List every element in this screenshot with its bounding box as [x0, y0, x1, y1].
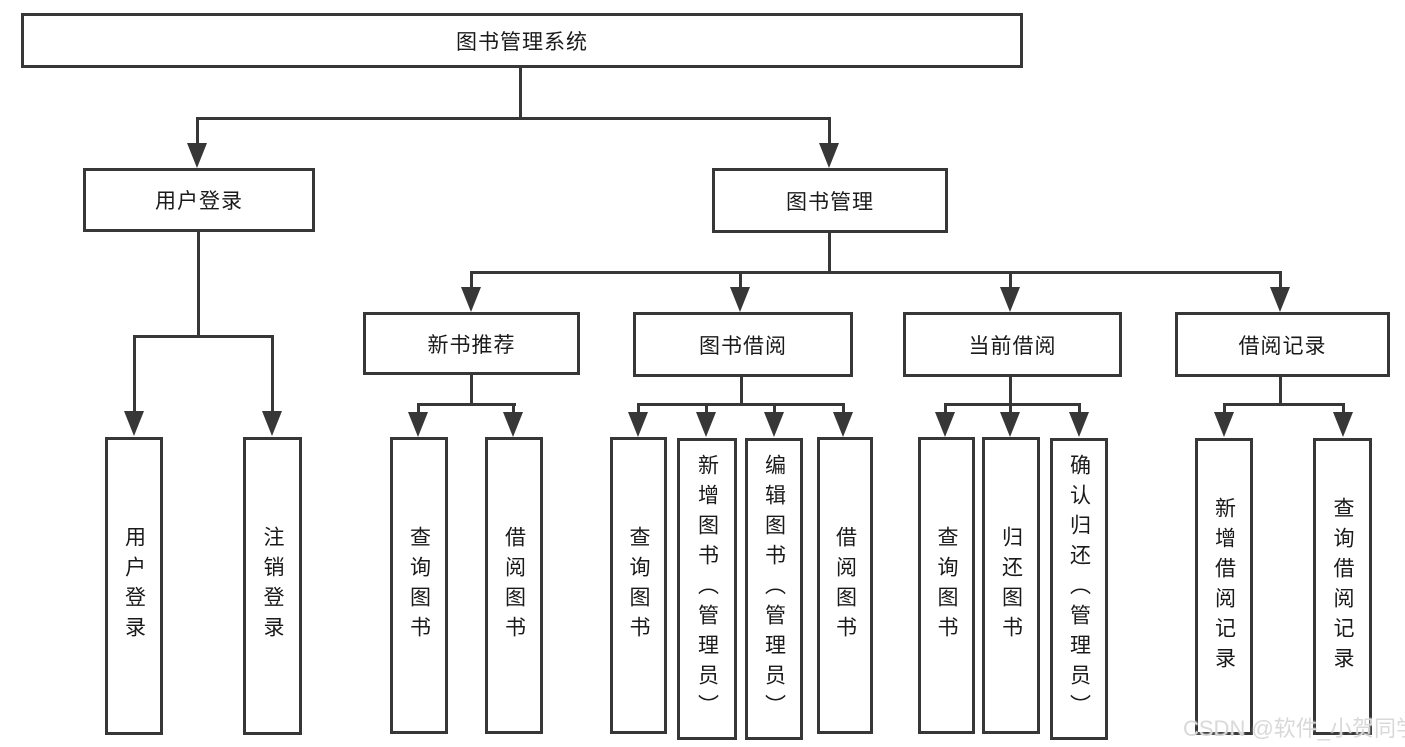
connector-line: [1342, 403, 1345, 414]
leaf-return-books-label: 归还图书: [999, 525, 1023, 646]
connector-line: [196, 117, 831, 120]
node-user-login-label: 用户登录: [155, 190, 243, 213]
leaf-query-borrow-record: 查询借阅记录: [1313, 438, 1372, 735]
connector-line: [1078, 403, 1081, 414]
leaf-query-books-recommend: 查询图书: [390, 437, 448, 734]
leaf-edit-book-admin: 编辑图书（管理员）: [745, 438, 803, 740]
connector-line: [1009, 271, 1012, 288]
connector-line: [512, 403, 515, 414]
connector-line: [417, 403, 516, 406]
connector-line: [1009, 377, 1012, 405]
connector-line: [828, 117, 831, 145]
node-book-borrow-label: 图书借阅: [699, 334, 787, 358]
arrowhead: [124, 411, 144, 436]
arrowhead: [1000, 412, 1020, 437]
connector-line: [637, 403, 845, 406]
connector-line: [944, 403, 947, 414]
connector-line: [519, 66, 522, 119]
arrowhead: [187, 143, 207, 168]
connector-line: [1009, 403, 1012, 414]
connector-line: [417, 403, 420, 414]
connector-line: [470, 375, 473, 406]
arrowhead: [764, 412, 784, 437]
node-book-management-label: 图书管理: [786, 190, 874, 214]
leaf-borrow-books-borrow-label: 借阅图书: [833, 525, 857, 646]
leaf-logout-login: 注销登录: [243, 437, 302, 735]
connector-line: [842, 403, 845, 414]
connector-line: [1279, 377, 1282, 405]
connector-line: [1279, 271, 1282, 288]
connector-line: [739, 271, 742, 288]
connector-line: [773, 403, 776, 414]
leaf-borrow-books-recommend: 借阅图书: [485, 437, 543, 734]
arrowhead: [408, 412, 428, 437]
node-borrow-records: 借阅记录: [1175, 312, 1390, 377]
leaf-confirm-return-admin-label: 确认归还（管理员）: [1067, 454, 1091, 724]
leaf-add-borrow-record-label: 新增借阅记录: [1212, 496, 1236, 677]
arrowhead: [503, 412, 523, 437]
connector-line: [828, 233, 831, 273]
arrowhead: [1069, 412, 1089, 437]
leaf-add-book-admin: 新增图书（管理员）: [677, 438, 737, 740]
node-book-borrow: 图书借阅: [633, 312, 853, 377]
connector-line: [133, 335, 274, 338]
node-book-management: 图书管理: [712, 168, 948, 233]
arrowhead: [696, 412, 716, 437]
arrowhead: [1333, 412, 1353, 437]
node-user-login: 用户登录: [83, 168, 315, 232]
leaf-query-borrow-record-label: 查询借阅记录: [1331, 496, 1354, 677]
connector-line: [271, 335, 274, 413]
connector-line: [637, 403, 640, 414]
leaf-query-books-borrow: 查询图书: [610, 437, 667, 734]
connector-line: [470, 271, 473, 288]
node-current-borrow-label: 当前借阅: [968, 334, 1057, 358]
arrowhead: [628, 412, 648, 437]
node-borrow-records-label: 借阅记录: [1238, 334, 1327, 358]
node-root-label: 图书管理系统: [456, 30, 588, 54]
leaf-user-login: 用户登录: [105, 437, 163, 735]
arrowhead: [730, 287, 750, 312]
arrowhead: [833, 412, 853, 437]
arrowhead: [819, 143, 839, 168]
leaf-query-books-current: 查询图书: [918, 437, 975, 734]
watermark: CSDN @软件_小贺同学: [1183, 716, 1405, 741]
arrowhead: [1000, 287, 1020, 312]
arrowhead: [1214, 412, 1234, 437]
connector-line: [470, 271, 1282, 274]
connector-line: [196, 117, 199, 145]
node-new-book-recommend-label: 新书推荐: [427, 333, 516, 357]
node-root: 图书管理系统: [21, 13, 1023, 68]
connector-line: [197, 232, 200, 337]
leaf-user-login-label: 用户登录: [122, 526, 146, 646]
arrowhead: [262, 411, 282, 436]
leaf-return-books: 归还图书: [982, 437, 1040, 734]
arrowhead: [461, 287, 481, 312]
connector-line: [740, 377, 743, 405]
leaf-add-borrow-record: 新增借阅记录: [1195, 438, 1253, 735]
leaf-borrow-books-recommend-label: 借阅图书: [502, 525, 526, 646]
connector-line: [944, 403, 1081, 406]
arrowhead: [1270, 287, 1290, 312]
leaf-query-books-borrow-label: 查询图书: [627, 525, 650, 646]
arrowhead: [935, 412, 955, 437]
connector-line: [133, 335, 136, 413]
leaf-logout-login-label: 注销登录: [261, 526, 284, 646]
leaf-edit-book-admin-label: 编辑图书（管理员）: [762, 454, 786, 724]
connector-line: [1223, 403, 1226, 414]
leaf-add-book-admin-label: 新增图书（管理员）: [695, 454, 719, 724]
leaf-confirm-return-admin: 确认归还（管理员）: [1050, 438, 1108, 740]
node-new-book-recommend: 新书推荐: [363, 312, 580, 375]
node-current-borrow: 当前借阅: [903, 312, 1122, 377]
leaf-borrow-books-borrow: 借阅图书: [817, 437, 873, 734]
connector-line: [1223, 403, 1345, 406]
connector-line: [705, 403, 708, 414]
leaf-query-books-recommend-label: 查询图书: [407, 525, 431, 646]
leaf-query-books-current-label: 查询图书: [935, 525, 958, 646]
